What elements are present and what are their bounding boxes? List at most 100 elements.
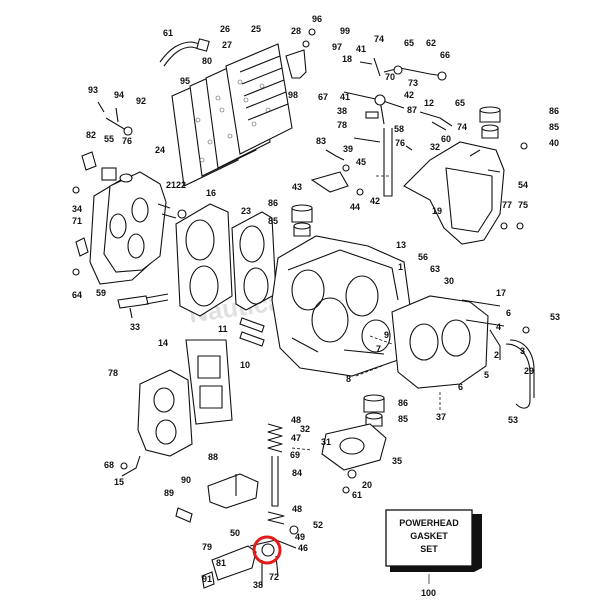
callout-74: 74 [457,122,467,132]
callout-85: 85 [549,122,559,132]
callout-86: 86 [268,198,278,208]
callout-44: 44 [350,202,360,212]
callout-60: 60 [441,134,451,144]
callout-59: 59 [96,288,106,298]
bracket-54 [403,141,524,245]
callout-26: 26 [220,24,230,34]
crankcase-2 [391,295,505,389]
callout-38: 38 [253,580,263,590]
highlight-ring [252,535,282,565]
callout-30: 30 [444,276,454,286]
callout-98: 98 [288,90,298,100]
callout-24: 24 [155,145,165,155]
link-43 [310,149,364,196]
callout-38: 38 [337,106,347,116]
callout-48: 48 [291,415,301,425]
callout-67: 67 [318,92,328,102]
gasket-set-box: POWERHEAD GASKET SET 100 [385,509,482,598]
callout-96: 96 [312,14,322,24]
temp-sender-33 [117,293,169,319]
callout-48: 48 [292,504,302,514]
callout-17: 17 [496,288,506,298]
callout-82: 82 [86,130,96,140]
mount-pair-mid [291,204,313,237]
callout-6: 6 [506,308,511,318]
callout-49: 49 [295,532,305,542]
callout-76: 76 [395,138,405,148]
assembly-axes [291,175,441,451]
callout-12: 12 [424,98,434,108]
hose-fitting-group [159,38,210,67]
callout-2: 2 [494,350,499,360]
callout-99: 99 [340,26,350,36]
callout-86: 86 [549,106,559,116]
cylinder-head-16 [157,203,277,317]
rod-39 [353,128,413,197]
callout-46: 46 [298,543,308,553]
callout-95: 95 [180,76,190,86]
callout-3: 3 [520,346,525,356]
callout-31: 31 [321,437,331,447]
callout-88: 88 [208,452,218,462]
callout-86: 86 [398,398,408,408]
callout-32: 32 [300,424,310,434]
callout-61: 61 [352,490,362,500]
callout-50: 50 [230,528,240,538]
callout-76: 76 [122,136,132,146]
callout-90: 90 [181,475,191,485]
callout-32: 32 [430,142,440,152]
gasket-line-3: SET [420,544,438,554]
cylinder-block-1 [271,235,411,377]
callout-41: 41 [356,44,366,54]
callout-21: 21 [166,180,176,190]
callout-56: 56 [418,252,428,262]
callout-97: 97 [332,42,342,52]
callout-58: 58 [394,124,404,134]
gasket-line-1: POWERHEAD [399,518,459,528]
callout-37: 37 [436,412,446,422]
callout-10: 10 [240,360,250,370]
callout-68: 68 [104,460,114,470]
callout-75: 75 [518,200,528,210]
callout-52: 52 [313,520,323,530]
callout-64: 64 [72,290,82,300]
callout-28: 28 [291,26,301,36]
callout-85: 85 [268,216,278,226]
callout-4: 4 [496,322,501,332]
callout-80: 80 [202,56,212,66]
callout-16: 16 [206,188,216,198]
fuel-line-29 [505,326,535,409]
callout-1: 1 [398,262,403,272]
callout-94: 94 [114,90,124,100]
callout-92: 92 [136,96,146,106]
mount-pair-top [479,106,528,150]
callout-89: 89 [164,488,174,498]
callout-72: 72 [269,572,279,582]
callout-20: 20 [362,480,372,490]
callout-7: 7 [376,344,381,354]
callout-62: 62 [426,38,436,48]
callout-22: 22 [176,180,186,190]
callout-73: 73 [408,78,418,88]
flange-35 [321,423,387,494]
callout-53: 53 [508,415,518,425]
callout-9: 9 [384,330,389,340]
callout-45: 45 [356,157,366,167]
callout-25: 25 [251,24,261,34]
callout-93: 93 [88,85,98,95]
callout-29: 29 [524,366,534,376]
callout-35: 35 [392,456,402,466]
callout-23: 23 [241,206,251,216]
callout-74: 74 [374,34,384,44]
callout-33: 33 [130,322,140,332]
callout-91: 91 [202,574,212,584]
callout-6: 6 [458,382,463,392]
gasket-line-2: GASKET [410,531,448,541]
dowel-pins [239,317,265,347]
callout-78: 78 [337,120,347,130]
bracket-98 [285,28,316,79]
callout-70: 70 [385,72,395,82]
callout-40: 40 [549,138,559,148]
callout-65: 65 [455,98,465,108]
callout-79: 79 [202,542,212,552]
